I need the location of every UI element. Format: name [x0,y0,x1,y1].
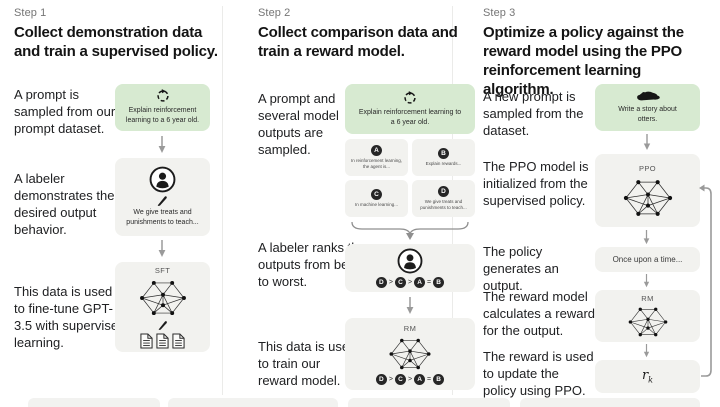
step2-prompt-text: Explain reinforcement learning to a 6 ye… [358,108,462,126]
rank-separator: > [388,375,393,383]
down-arrow-icon [642,344,651,358]
cycle-icon [404,90,416,104]
step3-output-text: Once upon a time... [612,255,683,264]
rank-chip: A [414,277,426,288]
down-arrow-icon [157,240,167,258]
step1-heading: Collect demonstration data and train a s… [14,24,218,61]
rank-chip: D [375,277,387,288]
step2-heading: Collect comparison data and train a rewa… [258,24,458,61]
step3-output-box: Once upon a time... [595,247,700,272]
output-c: C In machine learning... [345,180,408,217]
down-arrow-icon [405,297,415,315]
down-arrow-icon [642,134,652,151]
step2-prompt-box: Explain reinforcement learning to a 6 ye… [345,84,475,134]
step1-label: Step 1 [14,7,47,19]
documents-icon [140,333,185,349]
output-d-chip: D [438,185,449,197]
ranking-row: D > C > A = B [375,373,445,385]
column-divider [222,6,223,395]
rm-label: RM [641,294,654,303]
output-a-text: In reinforcement learning, the agent is.… [350,157,403,169]
step1-demo-text: We give treats and punishments to teach.… [126,209,199,226]
output-a: A In reinforcement learning, the agent i… [345,139,408,176]
step1-prompt-text: Explain reinforcement learning to a 6 ye… [125,107,200,124]
next-row-card-top [520,398,700,407]
ppo-label: PPO [638,163,657,173]
step1-labeler-box: We give treats and punishments to teach.… [115,158,210,236]
output-b: B Explain rewards... [412,139,475,176]
output-d-text: We give treats and punishments to teach.… [420,198,467,210]
rank-separator: = [427,279,432,286]
step2-caption-ranks: A labeler ranks the outputs from best to… [258,240,366,290]
step1-caption-labeler: A labeler demonstrates the desired outpu… [14,171,115,238]
pencil-icon [157,196,167,207]
step3-caption-output: The policy generates an output. [483,244,559,294]
step2-rm-model-box: RM D > C > A = B [345,318,475,390]
step3-prompt-text: Write a story about otters. [618,106,677,123]
step3-label: Step 3 [483,7,516,19]
down-arrow-icon [642,230,651,245]
sft-label: SFT [154,265,171,275]
rank-separator: > [407,375,413,383]
network-icon [622,179,673,216]
step1-caption-prompt: A prompt is sampled from our prompt data… [14,87,116,137]
step2-label: Step 2 [258,7,291,19]
person-icon [149,166,176,193]
brace-icon [351,221,469,240]
network-icon [389,337,431,370]
rank-chip: C [394,373,406,385]
rank-separator: = [427,375,432,383]
step1-caption-finetune: This data is used to fine-tune GPT-3.5 w… [14,284,126,351]
step2-outputs-grid: A In reinforcement learning, the agent i… [345,139,475,217]
rm-label: RM [403,323,417,333]
output-d: D We give treats and punishments to teac… [412,180,475,217]
down-arrow-icon [157,136,167,154]
down-arrow-icon [642,274,651,288]
reward-value: rk [641,368,654,385]
step3-ppo-model-box: PPO [595,154,700,227]
step3-prompt-box: Write a story about otters. [595,84,700,131]
step2-ranking-box: D > C > A = B [345,244,475,292]
rank-chip: B [433,373,445,385]
ranking-row: D > C > A = B [375,277,445,288]
next-row-card-top [168,398,338,407]
rank-chip: B [433,277,445,288]
cycle-icon [156,89,169,102]
person-icon [397,248,423,274]
step3-caption-ppo-init: The PPO model is initialized from the su… [483,159,589,209]
step1-prompt-box: Explain reinforcement learning to a 6 ye… [115,84,210,131]
output-c-text: In machine learning... [354,201,399,207]
loop-arrow-icon [699,184,712,377]
rank-chip: D [375,373,387,385]
next-row-card-top [348,398,510,407]
rank-separator: > [407,279,413,286]
step2-caption-sampled: A prompt and several model outputs are s… [258,91,339,158]
rank-chip: A [414,373,426,385]
rank-separator: > [388,279,393,286]
pencil-icon [158,320,167,330]
output-c-chip: C [371,188,382,200]
step2-caption-train-rm: This data is used to train our reward mo… [258,339,357,389]
step3-caption-update: The reward is used to update the policy … [483,349,594,399]
otter-icon [637,91,660,101]
output-b-text: Explain rewards... [425,160,462,166]
step3-rm-model-box: RM [595,290,700,342]
step3-reward-box: rk [595,360,700,393]
step3-heading: Optimize a policy against the reward mod… [483,24,684,99]
step3-caption-new-prompt: A new prompt is sampled from the dataset… [483,89,584,139]
output-b-chip: B [438,147,449,159]
output-a-chip: A [371,144,382,156]
next-row-card-top [28,398,160,407]
network-icon [139,280,186,315]
step1-sft-model-box: SFT [115,262,210,352]
rank-chip: C [394,277,406,288]
step3-caption-reward: The reward model calculates a reward for… [483,289,595,339]
network-icon [627,307,668,337]
